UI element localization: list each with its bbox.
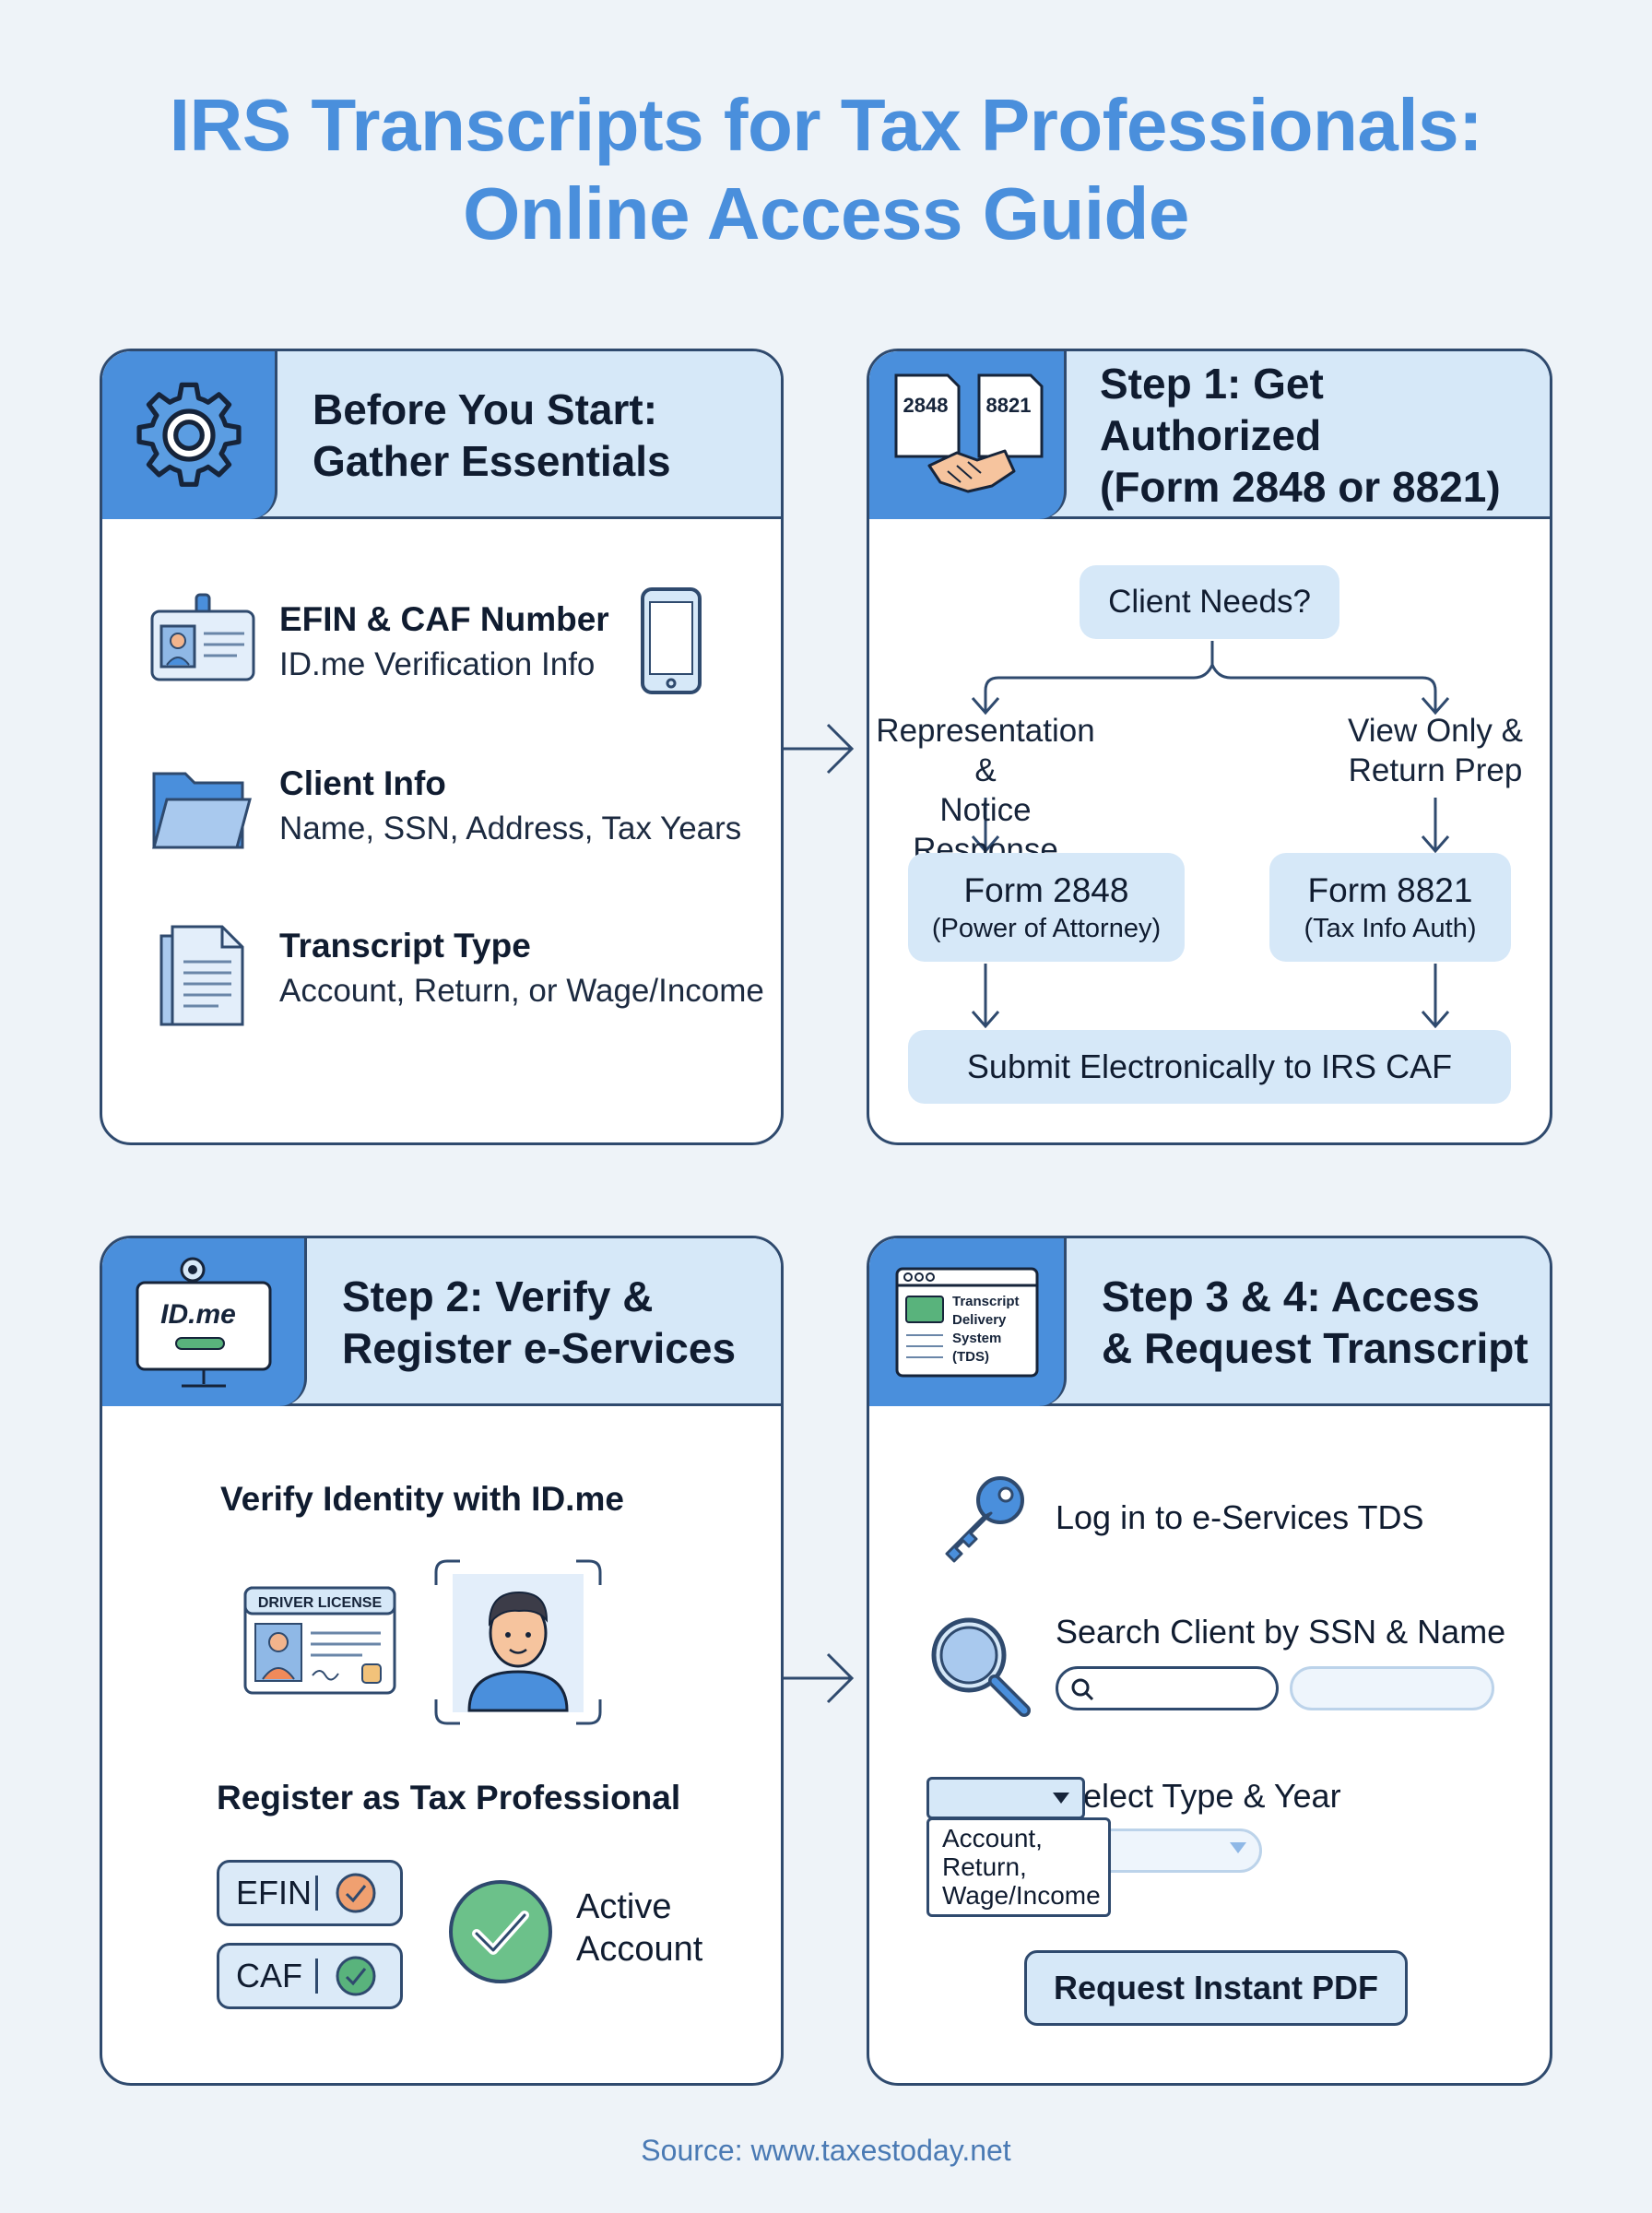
check-orange-icon <box>336 1873 376 1913</box>
header-icon-box: ID.me <box>102 1238 307 1406</box>
card-step3-access: Transcript Delivery System (TDS) Step 3 … <box>867 1236 1552 2086</box>
license-label: DRIVER LICENSE <box>258 1595 383 1611</box>
card-title: Step 3 & 4: Access & Request Transcript <box>1102 1272 1528 1372</box>
form-8821-label: 8821 <box>985 394 1031 417</box>
type-dropdown-menu: Account, Return, Wage/Income <box>926 1817 1111 1917</box>
submit-caf-pill: Submit Electronically to IRS CAF <box>908 1030 1511 1104</box>
search-label: Search Client by SSN & Name <box>1056 1613 1506 1651</box>
card-title: Before You Start: Gather Essentials <box>313 385 671 485</box>
card-header: 2848 8821 Step 1: Get Authorized (Form 2… <box>869 351 1550 519</box>
key-icon <box>945 1476 1024 1563</box>
document-icon <box>159 925 244 1026</box>
gear-icon <box>136 382 242 487</box>
year-select[interactable] <box>1081 1828 1262 1873</box>
tds-line1: Transcript <box>952 1294 1020 1309</box>
tds-window-icon: Transcript Delivery System (TDS) <box>895 1267 1038 1378</box>
card-step2-verify: ID.me Step 2: Verify & Register e-Servic… <box>100 1236 784 2086</box>
verify-identity-label: Verify Identity with ID.me <box>220 1480 624 1518</box>
card-header: Transcript Delivery System (TDS) Step 3 … <box>869 1238 1550 1406</box>
driver-license-icon: DRIVER LICENSE <box>243 1586 396 1695</box>
card-before-you-start: Before You Start: Gather Essentials EFIN… <box>100 349 784 1145</box>
forms-handshake-icon: 2848 8821 <box>894 373 1043 493</box>
arrow-right-icon <box>784 1652 855 1704</box>
efin-chip: EFIN <box>217 1860 403 1926</box>
source-footer: Source: www.taxestoday.net <box>641 2134 1011 2167</box>
card-title: Step 2: Verify & Register e-Services <box>342 1272 737 1372</box>
page-title-line2: Online Access Guide <box>463 172 1189 254</box>
tds-line4: (TDS) <box>952 1349 989 1365</box>
form-8821-pill: Form 8821 (Tax Info Auth) <box>1269 853 1511 962</box>
form-2848-pill: Form 2848 (Power of Attorney) <box>908 853 1185 962</box>
arrow-right-icon <box>784 723 855 775</box>
caf-chip: CAF <box>217 1943 403 2009</box>
tds-line3: System <box>952 1331 1001 1346</box>
request-pdf-button[interactable]: Request Instant PDF <box>1024 1950 1408 2026</box>
active-account-label: Active Account <box>576 1888 703 1969</box>
select-label: Select Type & Year <box>1061 1777 1341 1815</box>
card-header: ID.me Step 2: Verify & Register e-Servic… <box>102 1238 781 1406</box>
chevron-down-icon <box>1053 1793 1069 1804</box>
branch-view-only: View Only & Return Prep <box>1348 713 1523 788</box>
dropdown-option[interactable]: Account, <box>942 1824 1043 1852</box>
name-search-input[interactable] <box>1290 1666 1494 1710</box>
header-icon-box <box>102 351 277 519</box>
dropdown-option[interactable]: Return, <box>942 1852 1027 1881</box>
login-label: Log in to e-Services TDS <box>1056 1498 1424 1536</box>
page-title: IRS Transcripts for Tax Professionals: O… <box>0 81 1652 258</box>
magnifier-icon <box>931 1617 1031 1717</box>
face-scan-icon <box>434 1559 602 1725</box>
form-2848-label: 2848 <box>903 394 948 417</box>
tds-line2: Delivery <box>952 1312 1007 1328</box>
idme-logo: ID.me <box>160 1299 236 1330</box>
active-check-icon <box>449 1880 552 1983</box>
row-client-info: Client Info Name, SSN, Address, Tax Year… <box>279 764 742 846</box>
card-header: Before You Start: Gather Essentials <box>102 351 781 519</box>
flow-connectors <box>971 641 1450 1029</box>
idme-monitor-icon: ID.me <box>136 1257 271 1388</box>
folder-icon <box>152 772 252 849</box>
register-label: Register as Tax Professional <box>217 1779 681 1817</box>
search-icon <box>1071 1678 1094 1701</box>
client-needs-pill: Client Needs? <box>1080 565 1339 639</box>
dropdown-option[interactable]: Wage/Income <box>942 1881 1101 1910</box>
card-step1-authorized: 2848 8821 Step 1: Get Authorized (Form 2… <box>867 349 1552 1145</box>
chevron-down-icon <box>1230 1842 1246 1853</box>
row-efin: EFIN & CAF Number ID.me Verification Inf… <box>279 600 609 682</box>
header-icon-box: Transcript Delivery System (TDS) <box>869 1238 1067 1406</box>
phone-icon <box>641 587 702 694</box>
header-icon-box: 2848 8821 <box>869 351 1067 519</box>
branch-representation: Representation & Notice Response <box>876 713 1095 868</box>
page-title-line1: IRS Transcripts for Tax Professionals: <box>169 84 1483 166</box>
card-title: Step 1: Get Authorized (Form 2848 or 882… <box>1100 360 1501 511</box>
check-green-icon <box>336 1956 376 1996</box>
type-dropdown-button[interactable] <box>926 1777 1085 1819</box>
row-transcript-type: Transcript Type Account, Return, or Wage… <box>279 927 764 1009</box>
id-badge-icon <box>150 593 255 681</box>
ssn-search-input[interactable] <box>1056 1666 1279 1710</box>
